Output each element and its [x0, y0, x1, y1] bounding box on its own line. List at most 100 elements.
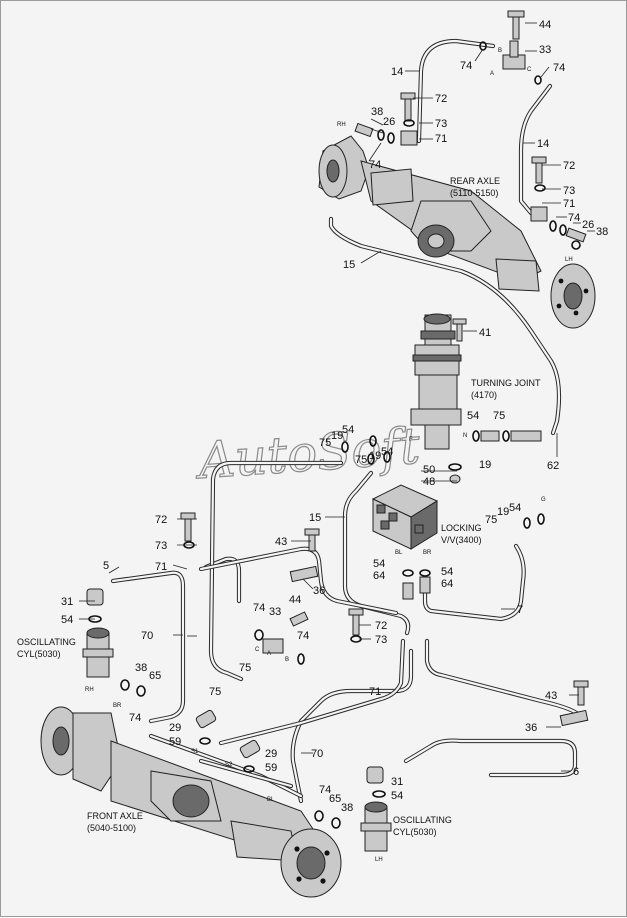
callout: 6: [573, 766, 579, 778]
svg-text:BR: BR: [113, 703, 122, 709]
callout: 65: [329, 793, 341, 805]
callout: 73: [563, 185, 575, 197]
hose-7: [422, 543, 526, 622]
oscillating-right-code: CYL(5030): [393, 827, 437, 837]
svg-text:F: F: [409, 437, 413, 443]
callout: 73: [155, 540, 167, 552]
callout: 38: [596, 226, 608, 238]
callout: 14: [537, 138, 549, 150]
callout: 74: [253, 602, 265, 614]
callout: 54: [509, 502, 521, 514]
callout: 75: [319, 437, 331, 449]
svg-text:BL: BL: [267, 797, 275, 803]
oscillating-right-label: OSCILLATING: [393, 815, 452, 825]
callout: 71: [155, 561, 167, 573]
callout: 72: [563, 160, 575, 172]
callout: 19: [497, 506, 509, 518]
front-axle-label: FRONT AXLE: [87, 811, 143, 821]
callout: 75: [493, 410, 505, 422]
callout: 72: [375, 620, 387, 632]
rear-axle-assembly: [318, 135, 596, 329]
turning-joint-label: TURNING JOINT: [471, 378, 541, 388]
callout: 75: [209, 686, 221, 698]
callout: 74: [568, 212, 580, 224]
callout: 54: [391, 790, 403, 802]
callout: 14: [391, 66, 403, 78]
clamp-36-upper: [289, 565, 319, 583]
hose-70-left: [110, 570, 186, 724]
callout: 43: [275, 536, 287, 548]
svg-text:LH: LH: [565, 257, 573, 263]
front-axle-assembly: [40, 706, 342, 898]
elbow-31-right: [366, 766, 384, 784]
callout: 36: [313, 585, 325, 597]
oscillating-left-code: CYL(5030): [17, 649, 61, 659]
callout: 74: [369, 159, 381, 171]
callout: 31: [61, 596, 73, 608]
svg-text:B: B: [498, 48, 502, 54]
locking-valve-label: LOCKING: [441, 523, 482, 533]
svg-text:B: B: [285, 657, 289, 663]
callout: 36: [525, 722, 537, 734]
svg-text:S1: S1: [191, 749, 199, 755]
callout: 70: [311, 748, 323, 760]
callout: 41: [479, 327, 491, 339]
rear-axle-label: REAR AXLE: [450, 176, 500, 186]
callout: 19: [479, 459, 491, 471]
svg-text:A: A: [490, 71, 494, 77]
turning-joint-assembly: [410, 313, 462, 450]
callout: 74: [319, 784, 331, 796]
callout: 54: [373, 558, 385, 570]
callout: 44: [289, 594, 301, 606]
callout: 71: [435, 133, 447, 145]
callout: 48: [423, 476, 435, 488]
callout: 54: [61, 614, 73, 626]
callout: 72: [435, 93, 447, 105]
callout: 38: [371, 106, 383, 118]
bolt-72-center: [352, 612, 360, 636]
callout: 73: [435, 118, 447, 130]
callout: 19: [369, 450, 381, 462]
hose-14-upper: [416, 38, 496, 144]
callout: 71: [563, 198, 575, 210]
callout: 74: [460, 60, 472, 72]
svg-text:A: A: [267, 651, 271, 657]
callout: 29: [169, 722, 181, 734]
callout: 54: [467, 410, 479, 422]
callout: 26: [582, 219, 594, 231]
callout: 54: [441, 566, 453, 578]
port-letters: B C A RH LH F G N BL BR C A B RH BR S1 S…: [85, 48, 573, 863]
oscillating-left-label: OSCILLATING: [17, 637, 76, 647]
callout: 71: [369, 686, 381, 698]
oscillating-cylinder-left: [82, 627, 114, 678]
callout: 43: [545, 690, 557, 702]
callout: 29: [265, 748, 277, 760]
callout: 73: [375, 634, 387, 646]
svg-text:BL: BL: [395, 550, 403, 556]
callout: 74: [129, 712, 141, 724]
callout: 26: [383, 116, 395, 128]
locking-valve-code: V/V(3400): [441, 535, 482, 545]
svg-text:RH: RH: [85, 687, 94, 693]
callout: 75: [239, 662, 251, 674]
svg-text:N: N: [463, 433, 467, 439]
svg-text:RH: RH: [337, 122, 346, 128]
bolt-72-rear-right: [535, 160, 543, 184]
bolt-72-front: [184, 516, 192, 542]
front-axle-code: (5040-5100): [87, 823, 136, 833]
callout: 15: [309, 512, 321, 524]
elbow-29-upper: [195, 709, 217, 729]
callout: 75: [485, 514, 497, 526]
svg-text:S2: S2: [225, 762, 233, 768]
callout: 59: [169, 736, 181, 748]
callout: 7: [517, 604, 523, 616]
callout: 54: [381, 446, 393, 458]
leader-lines: [79, 22, 595, 772]
callout: 74: [297, 630, 309, 642]
callout: 38: [135, 662, 147, 674]
bolt-72-rear-left: [404, 96, 412, 122]
callout: 75: [355, 454, 367, 466]
bolt-43-upper: [308, 532, 316, 552]
